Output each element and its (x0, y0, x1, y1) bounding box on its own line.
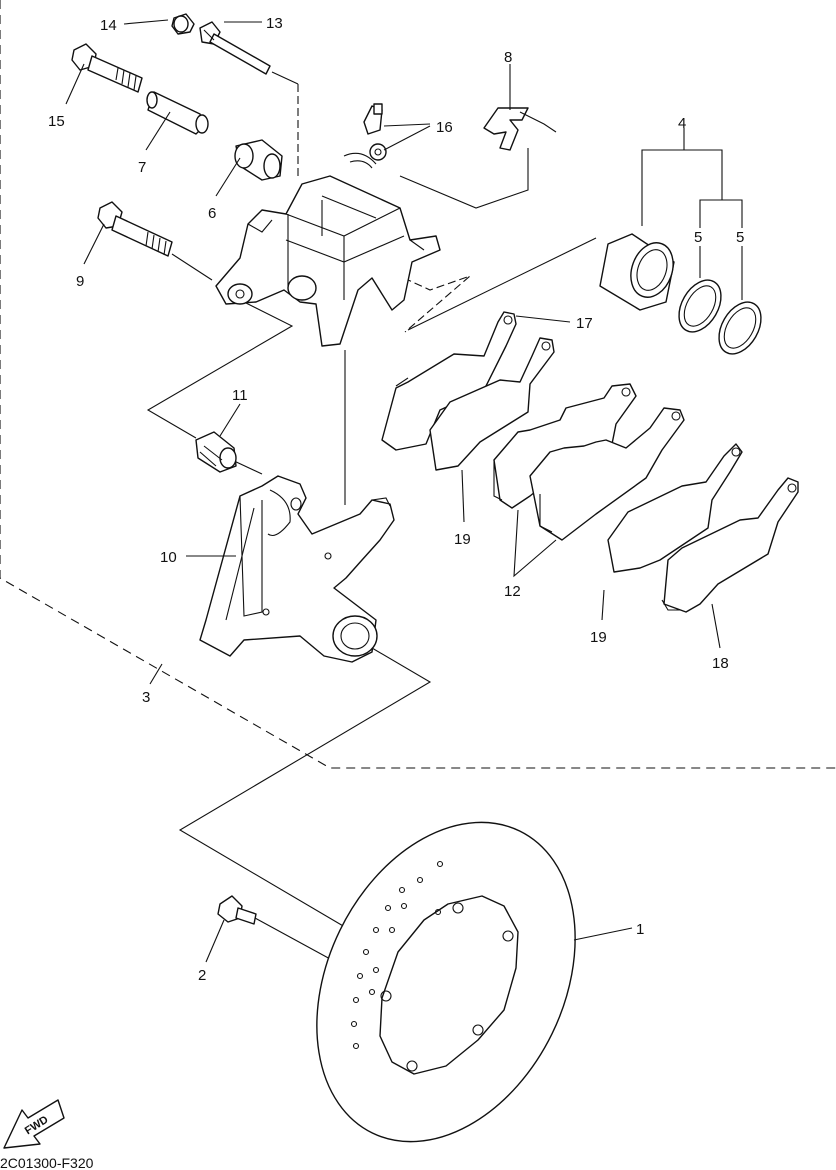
callout-13: 13 (266, 15, 283, 32)
callout-18: 18 (712, 655, 729, 672)
callout-numbers: 14 13 15 7 6 16 8 9 11 10 3 4 5 5 17 19 … (48, 15, 744, 984)
part-10-bracket (199, 475, 395, 663)
callout-4: 4 (678, 115, 686, 132)
callout-19a: 19 (454, 531, 471, 548)
caliper-body (215, 175, 441, 347)
callout-11: 11 (232, 387, 248, 404)
part-4-piston (599, 233, 675, 311)
callout-16: 16 (436, 119, 453, 136)
callout-14: 14 (100, 17, 117, 34)
part-5-seal-a (678, 279, 722, 333)
callout-3: 3 (142, 689, 150, 706)
callout-6: 6 (208, 205, 216, 222)
part-8-pad-spring (483, 107, 557, 151)
part-5-seal-b (718, 301, 762, 355)
callout-19b: 19 (590, 629, 607, 646)
part-11-boot (195, 431, 237, 473)
callout-10: 10 (160, 549, 177, 566)
part-12-pad-b (529, 407, 685, 541)
part-13-pin (199, 21, 271, 75)
part-14-cap (171, 13, 195, 35)
callout-15: 15 (48, 113, 65, 130)
part-9-bolt (97, 201, 173, 257)
callout-7: 7 (138, 159, 146, 176)
callout-9: 9 (76, 273, 84, 290)
callout-1: 1 (636, 921, 644, 938)
part-18-shim (661, 477, 799, 613)
callout-5a: 5 (694, 229, 702, 246)
callout-5b: 5 (736, 229, 744, 246)
drawing-code: 2C01300-F320 (0, 1155, 94, 1170)
callout-2: 2 (198, 967, 206, 984)
disc-holes (350, 860, 444, 1050)
callout-8: 8 (504, 49, 512, 66)
part-16-bleed-screw (343, 103, 387, 169)
callout-leaders (65, 19, 743, 963)
part-1-brake-disc (316, 821, 576, 1143)
callout-12: 12 (504, 583, 521, 600)
part-2-bolt (217, 895, 257, 925)
part-19-pad-b (607, 443, 743, 573)
part-19-pad-a (429, 337, 555, 471)
part-6-bushing (234, 139, 283, 181)
assembly-boundary (0, 0, 836, 769)
callout-17: 17 (576, 315, 593, 332)
part-15-bolt (71, 43, 143, 93)
fwd-arrow-icon: FWD (3, 1099, 65, 1149)
part-7-pin (146, 91, 209, 135)
